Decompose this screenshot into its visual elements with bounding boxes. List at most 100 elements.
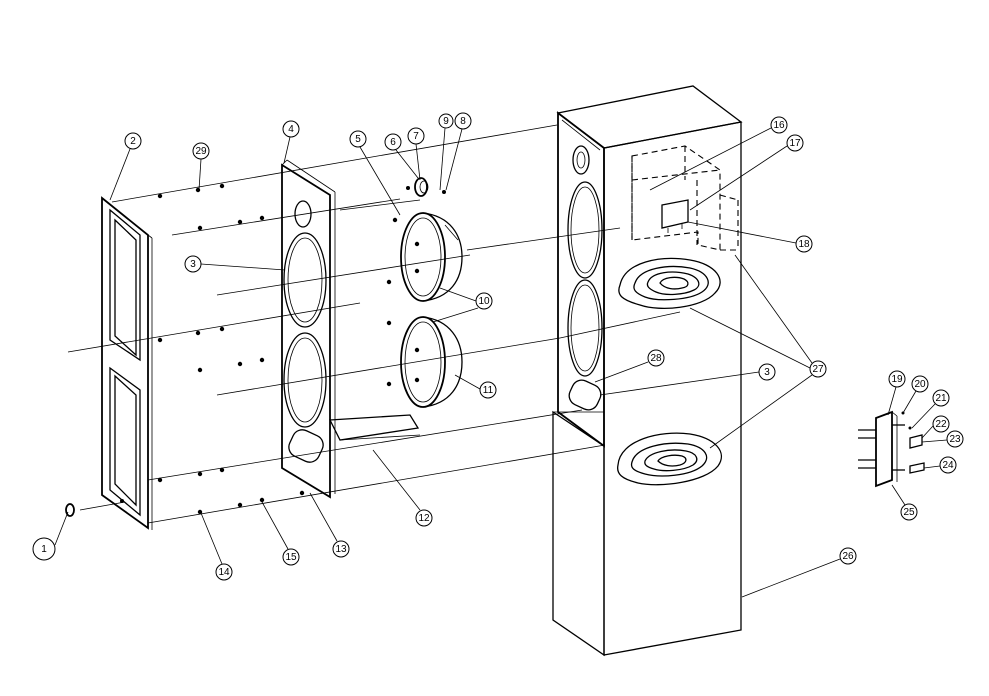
callout-circle bbox=[770, 116, 788, 134]
callout-19: 19 bbox=[887, 370, 906, 416]
terminal-assembly bbox=[858, 410, 925, 488]
callout-number: 16 bbox=[773, 120, 785, 131]
crossover-board bbox=[661, 199, 689, 229]
callout-14: 14 bbox=[200, 512, 233, 581]
callout-leader-line bbox=[261, 501, 289, 550]
callout-1: 1 bbox=[32, 511, 69, 561]
damping-pad-upper bbox=[618, 257, 721, 309]
callout-circle bbox=[839, 547, 857, 565]
callout-17: 17 bbox=[689, 134, 804, 211]
cabinet-woofer-hole-lower bbox=[567, 279, 603, 377]
callout-number: 15 bbox=[285, 552, 297, 563]
callout-leader-line bbox=[372, 449, 421, 511]
callout-leader-line bbox=[198, 158, 202, 191]
grille-frame bbox=[101, 196, 153, 530]
callout-24: 24 bbox=[923, 456, 957, 474]
callout-leader-line bbox=[902, 390, 917, 414]
callout-number: 3 bbox=[190, 259, 196, 270]
callout-leader-line bbox=[594, 361, 649, 383]
callout-circle bbox=[911, 375, 929, 393]
callout-number: 4 bbox=[288, 124, 294, 135]
callout-11: 11 bbox=[454, 374, 497, 399]
screws bbox=[157, 183, 446, 515]
callout-number: 21 bbox=[935, 393, 947, 404]
callout-circle bbox=[900, 503, 918, 521]
callout-circle bbox=[888, 370, 906, 388]
callout-leader-line bbox=[415, 143, 421, 181]
cabinet bbox=[552, 85, 743, 657]
callout-leader-line bbox=[689, 145, 788, 211]
callout-number: 13 bbox=[335, 544, 347, 555]
callout-number: 11 bbox=[483, 385, 494, 396]
callout-number: 7 bbox=[413, 131, 419, 142]
callout-circle bbox=[932, 415, 950, 433]
cabinet-front-upper bbox=[557, 111, 605, 448]
callout-25: 25 bbox=[891, 484, 918, 521]
cabinet-front-lower bbox=[552, 410, 605, 657]
callout-number: 9 bbox=[443, 116, 449, 127]
callout-7: 7 bbox=[407, 127, 425, 181]
callout-number: 3 bbox=[764, 367, 770, 378]
callout-number: 14 bbox=[218, 567, 230, 578]
callout-circle bbox=[384, 133, 402, 151]
callout-number: 28 bbox=[650, 353, 662, 364]
cabinet-port bbox=[568, 379, 602, 411]
callout-26: 26 bbox=[741, 547, 857, 598]
callout-number: 27 bbox=[812, 364, 824, 375]
callout-8: 8 bbox=[445, 112, 472, 191]
callout-3b: 3 bbox=[599, 363, 776, 396]
callout-leader-line bbox=[689, 307, 811, 369]
port-tube bbox=[328, 414, 421, 441]
callout-number: 18 bbox=[798, 239, 810, 250]
cabinet-side bbox=[603, 121, 742, 656]
callout-20: 20 bbox=[902, 375, 929, 414]
callout-circle bbox=[32, 537, 56, 561]
callout-leader-line bbox=[200, 512, 223, 565]
callout-circle bbox=[438, 113, 454, 129]
damping-pad-lower bbox=[616, 432, 723, 486]
callout-leader-line bbox=[432, 307, 479, 323]
callout-leader-line bbox=[309, 492, 338, 542]
callout-circle bbox=[939, 456, 957, 474]
callout-29: 29 bbox=[192, 142, 210, 191]
callout-circle bbox=[282, 548, 300, 566]
callout-3a: 3 bbox=[184, 255, 286, 273]
callout-leader-line bbox=[734, 254, 813, 364]
woofer-lower bbox=[400, 316, 463, 408]
callout-circle bbox=[332, 540, 350, 558]
callout-2: 2 bbox=[109, 132, 142, 201]
callout-circle bbox=[809, 360, 827, 378]
callout-28: 28 bbox=[594, 349, 665, 383]
callout-number: 29 bbox=[195, 146, 207, 157]
callout-15: 15 bbox=[261, 501, 300, 566]
callout-number: 10 bbox=[478, 296, 490, 307]
callout-number: 22 bbox=[935, 419, 947, 430]
callout-circle bbox=[946, 430, 964, 448]
front-baffle bbox=[281, 159, 336, 499]
callout-circle bbox=[349, 130, 367, 148]
callout-circle bbox=[192, 142, 210, 160]
assembly-lines bbox=[67, 124, 681, 524]
callout-leader-line bbox=[445, 128, 463, 191]
callout-12: 12 bbox=[372, 449, 433, 527]
callout-circle bbox=[475, 292, 493, 310]
callout-21: 21 bbox=[911, 389, 950, 429]
foot-spike bbox=[65, 499, 124, 517]
callout-number: 26 bbox=[842, 551, 854, 562]
callout-circle bbox=[184, 255, 202, 273]
callout-circle bbox=[215, 563, 233, 581]
callout-circle bbox=[786, 134, 804, 152]
callout-leader-line bbox=[439, 127, 446, 191]
callout-10: 10 bbox=[432, 287, 493, 323]
callout-leader-line bbox=[709, 374, 813, 449]
callout-circle bbox=[454, 112, 472, 130]
callout-leader-line bbox=[109, 148, 131, 201]
callout-number: 19 bbox=[891, 374, 903, 385]
callout-13: 13 bbox=[309, 492, 350, 558]
callout-circle bbox=[124, 132, 142, 150]
callout-leader-line bbox=[923, 465, 941, 469]
cabinet-woofer-hole-upper bbox=[567, 181, 603, 279]
callout-number: 17 bbox=[789, 138, 801, 149]
